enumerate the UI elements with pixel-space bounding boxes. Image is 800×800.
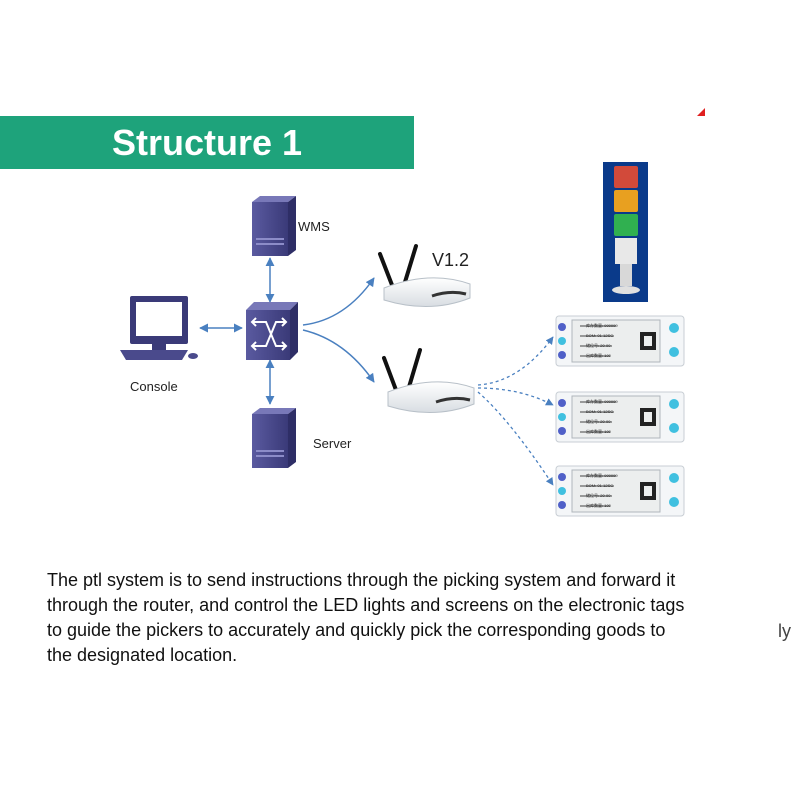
switch-icon — [246, 302, 298, 360]
tag-line: 储位号: 20-00 — [586, 343, 611, 348]
tag-line: BOM: 01-12SC — [586, 409, 614, 414]
tag-line: 储位号: 20-00 — [586, 419, 611, 424]
electronic-tag-icon — [555, 391, 685, 443]
tag-screen-text: 库存数量: 999999 BOM: 01-12SC 储位号: 20-00 出库数… — [586, 471, 636, 511]
wms-server-icon — [252, 196, 296, 256]
tag-line: 储位号: 20-00 — [586, 493, 611, 498]
console-computer-icon — [120, 296, 198, 360]
tag-line: 出库数量: 100 — [586, 353, 611, 358]
description-line: through the router, and control the LED … — [47, 595, 685, 615]
wms-label: WMS — [298, 219, 330, 234]
dashed-links — [477, 336, 554, 486]
tag-line: 库存数量: 999999 — [586, 323, 618, 328]
electronic-tag-icon — [555, 465, 685, 517]
server-label: Server — [313, 436, 352, 451]
page-title: Structure 1 — [111, 122, 303, 163]
console-label: Console — [130, 379, 178, 394]
title-banner: Structure 1 — [0, 116, 414, 169]
tag-line: BOM: 01-12SC — [586, 333, 614, 338]
router-icon — [382, 348, 475, 413]
tag-screen-text: 库存数量: 999999 BOM: 01-12SC 储位号: 20-00 出库数… — [586, 321, 636, 361]
corner-mark — [697, 108, 705, 116]
tag-line: BOM: 01-12SC — [586, 483, 614, 488]
tag-line: 库存数量: 999999 — [586, 399, 618, 404]
router-version-label: V1.2 — [432, 250, 470, 270]
tag-line: 出库数量: 100 — [586, 503, 611, 508]
server-icon — [252, 408, 296, 468]
network-diagram — [120, 162, 685, 517]
tag-screen-text: 库存数量: 999999 BOM: 01-12SC 储位号: 20-00 出库数… — [586, 397, 636, 437]
router-icon — [378, 244, 471, 307]
electronic-tag-icon — [555, 315, 685, 367]
description-line: to guide the pickers to accurately and q… — [47, 620, 666, 640]
tag-line: 出库数量: 100 — [586, 429, 611, 434]
description-line: the designated location. — [47, 645, 238, 665]
description-paragraph: The ptl system is to send instructions t… — [47, 568, 787, 668]
tag-line: 库存数量: 999999 — [586, 473, 618, 478]
connection-lines — [199, 257, 375, 405]
stray-text: ly — [778, 621, 791, 641]
signal-tower-icon — [603, 162, 648, 302]
description-line: The ptl system is to send instructions t… — [47, 570, 676, 590]
